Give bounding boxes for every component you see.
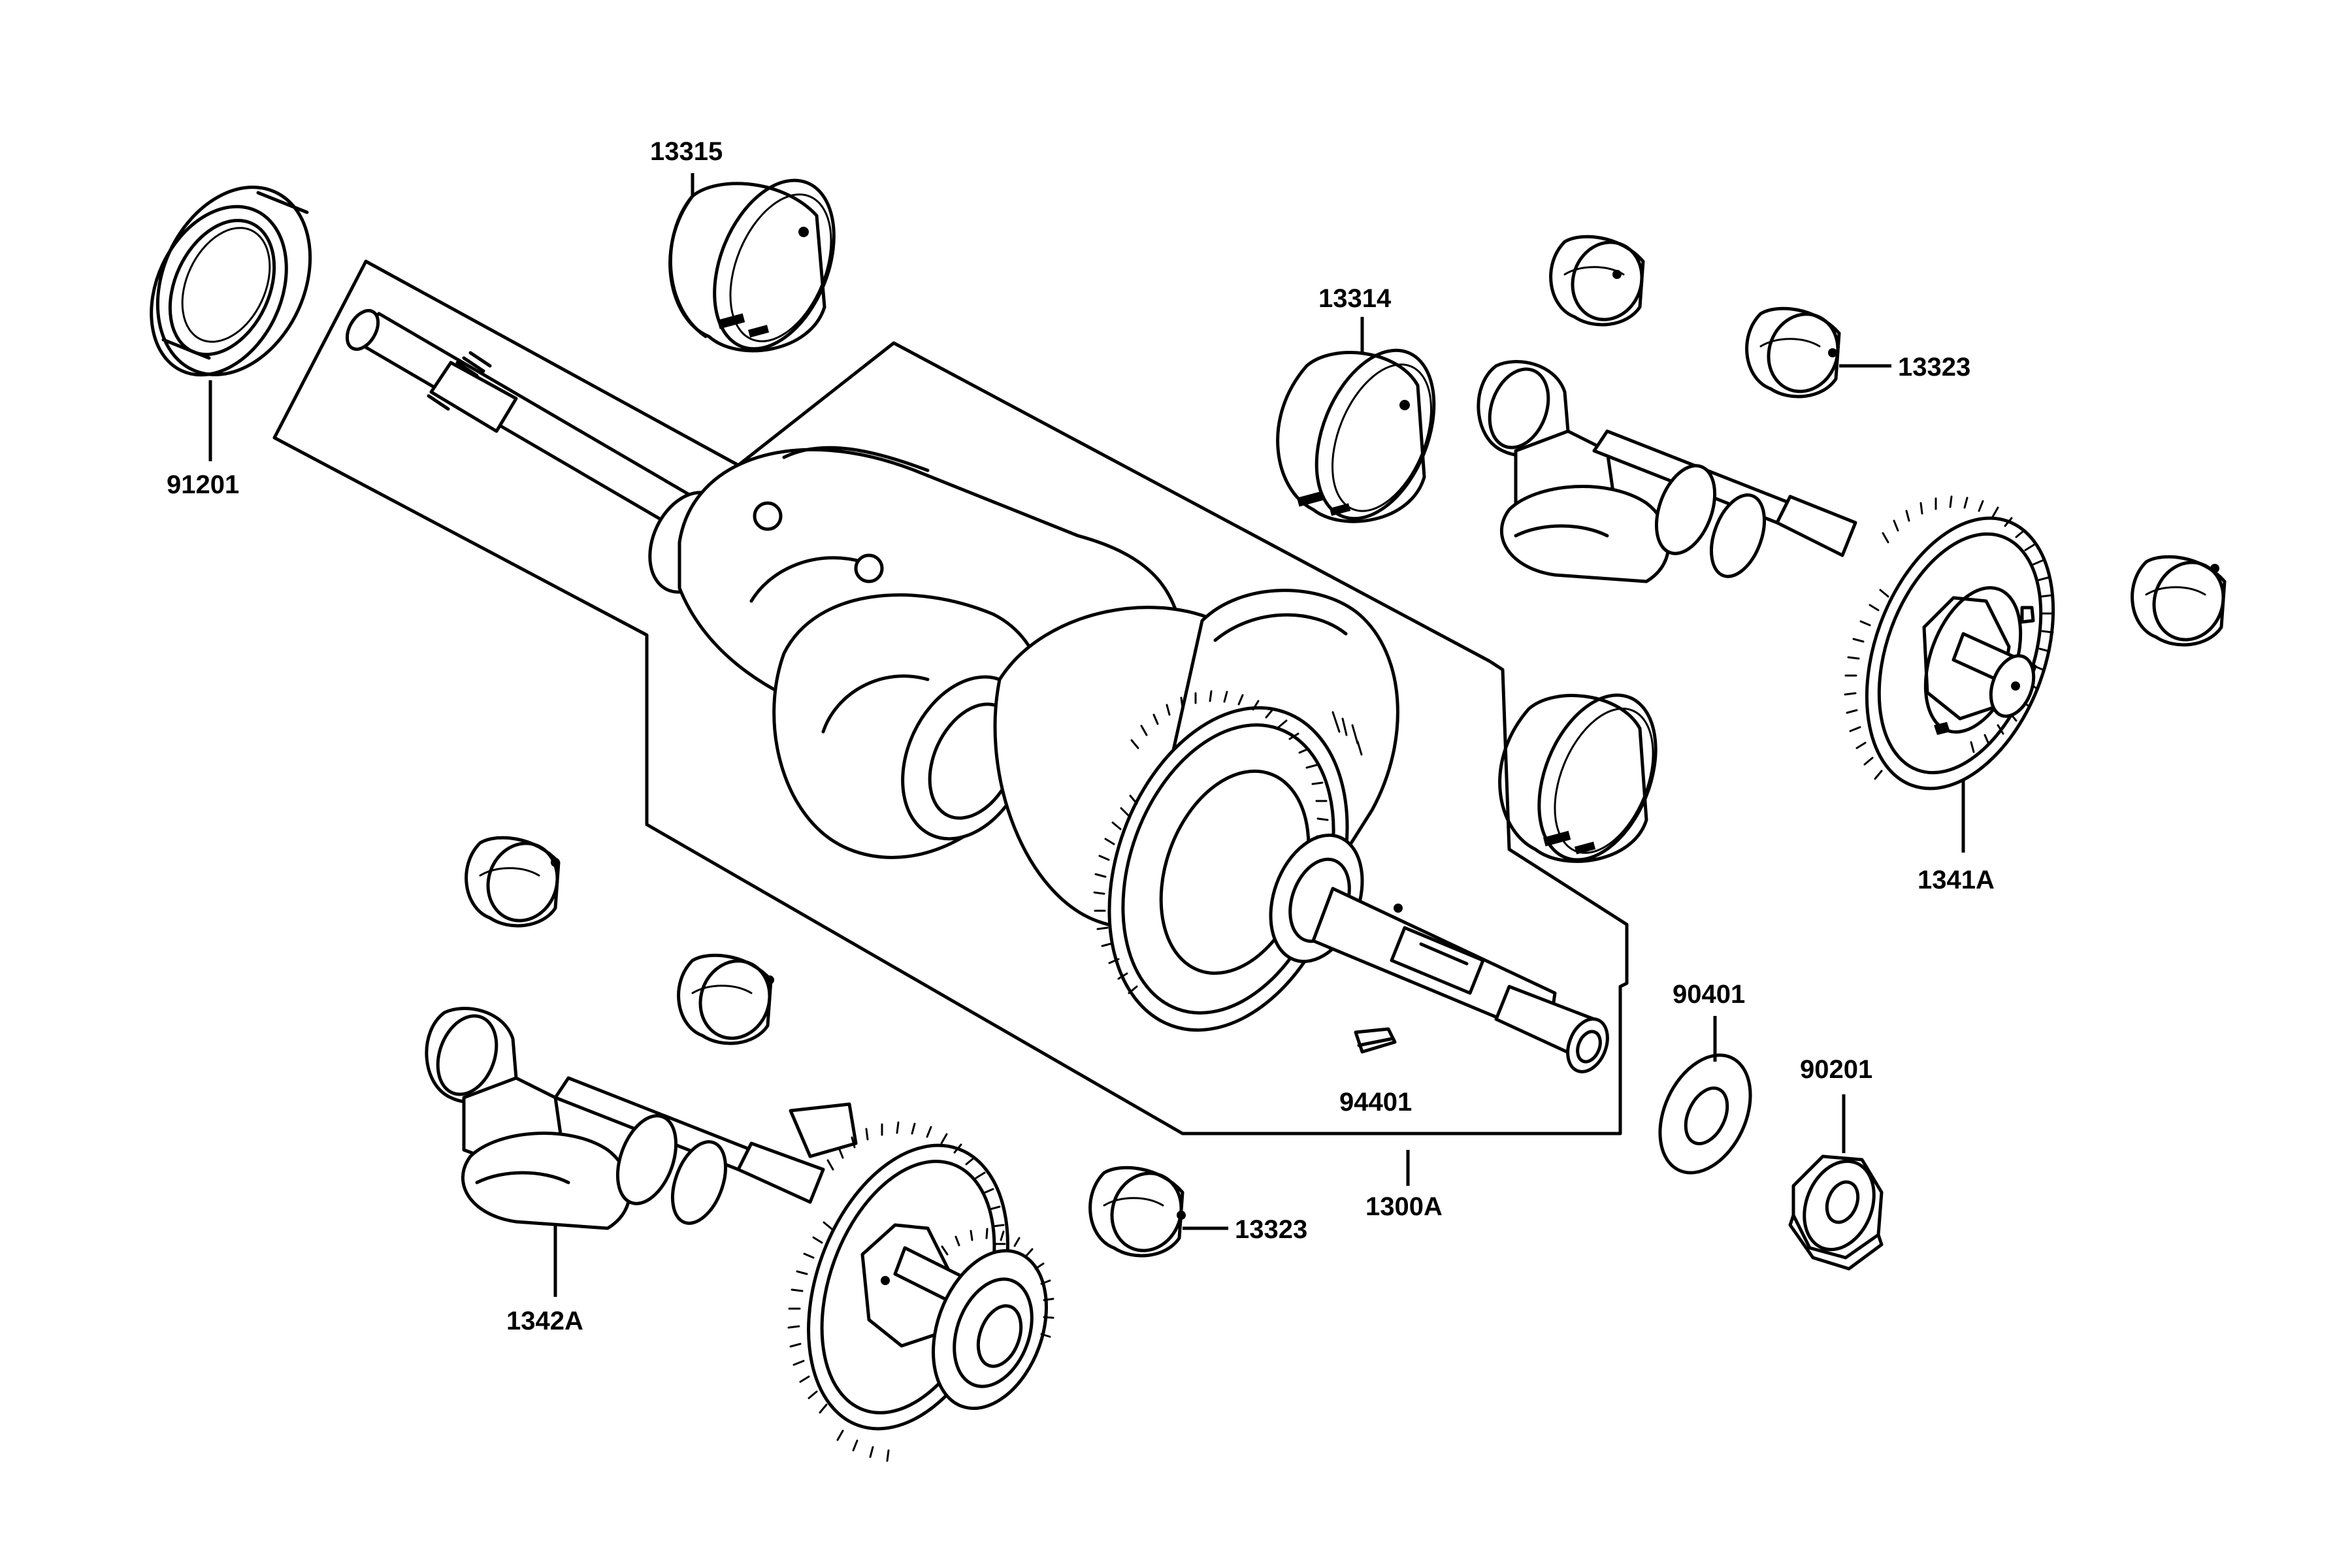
- balancer-shaft-right[interactable]: [1477, 360, 2088, 814]
- callout-13323-right: 13323: [1839, 353, 1970, 382]
- part-number-1341A: 1341A: [1918, 866, 1995, 894]
- callout-1342A: 1342A: [506, 1225, 583, 1335]
- main-bearing-middle[interactable]: [1276, 333, 1457, 536]
- woodruff-key[interactable]: [1354, 1027, 1397, 1054]
- callout-13323-bottom: 13323: [1183, 1215, 1307, 1244]
- flange-nut[interactable]: [1788, 1151, 1887, 1271]
- part-number-1300A: 1300A: [1365, 1192, 1443, 1221]
- callout-94401: 94401: [1339, 1088, 1412, 1117]
- main-bearing-upper[interactable]: [668, 163, 857, 367]
- part-number-91201: 91201: [167, 470, 239, 499]
- crankshaft-assembly-outline: [272, 259, 1629, 1135]
- conrod-bearing-shell[interactable]: [2131, 553, 2234, 649]
- callout-13315: 13315: [650, 137, 723, 196]
- conrod-bearing-shell[interactable]: [1549, 233, 1653, 329]
- part-number-13314: 13314: [1318, 284, 1392, 313]
- conrod-bearing-shell[interactable]: [1745, 304, 1849, 401]
- callout-1341A: 1341A: [1918, 781, 1995, 894]
- callout-90201: 90201: [1800, 1055, 1872, 1153]
- crankshaft[interactable]: [341, 305, 1615, 1077]
- washer[interactable]: [1642, 1041, 1769, 1188]
- balancer-shaft-left[interactable]: [425, 1007, 1067, 1462]
- main-bearing-lower[interactable]: [1498, 678, 1678, 877]
- part-number-13323: 13323: [1235, 1215, 1307, 1244]
- part-number-94401: 94401: [1339, 1088, 1412, 1117]
- conrod-bearing-shell[interactable]: [1088, 1164, 1192, 1260]
- part-number-90401: 90401: [1673, 980, 1745, 1009]
- conrod-bearing-shell[interactable]: [465, 834, 568, 930]
- part-number-13323: 13323: [1898, 353, 1970, 382]
- callout-91201: 91201: [167, 380, 239, 499]
- part-number-1342A: 1342A: [506, 1307, 583, 1335]
- part-number-13315: 13315: [650, 137, 723, 166]
- part-number-90201: 90201: [1800, 1055, 1872, 1084]
- callout-13314: 13314: [1318, 284, 1392, 353]
- oil-seal[interactable]: [125, 162, 339, 399]
- callout-1300A: 1300A: [1365, 1150, 1443, 1221]
- conrod-bearing-shell[interactable]: [677, 951, 781, 1048]
- callout-90401: 90401: [1673, 980, 1745, 1062]
